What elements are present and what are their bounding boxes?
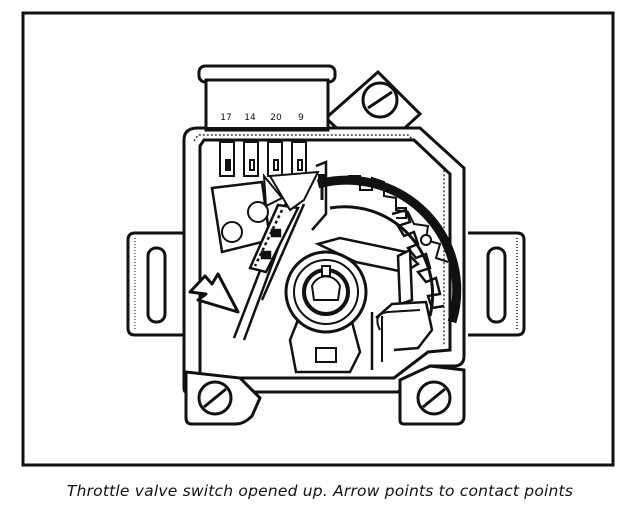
bottom-right-screw-lobe (398, 364, 466, 426)
pin-label-14: 14 (244, 113, 256, 123)
pin-label-20: 20 (270, 113, 282, 123)
resistor-track (316, 174, 462, 324)
left-mounting-ear (126, 231, 186, 337)
figure-frame (21, 11, 615, 467)
throttle-shaft (284, 250, 368, 374)
bottom-left-screw-lobe (184, 370, 262, 426)
pin-label-9: 9 (298, 113, 304, 123)
figure-caption: Throttle valve switch opened up. Arrow p… (66, 482, 574, 500)
contact-strips (232, 197, 306, 341)
connector-plug: 17 14 20 9 (197, 64, 337, 132)
right-mounting-ear (468, 231, 526, 337)
contact-points-arrow (188, 272, 240, 314)
terminal-pins (219, 141, 307, 177)
wiper-arm (314, 236, 434, 370)
pin-label-17: 17 (220, 113, 231, 123)
switch-plate (268, 170, 320, 212)
